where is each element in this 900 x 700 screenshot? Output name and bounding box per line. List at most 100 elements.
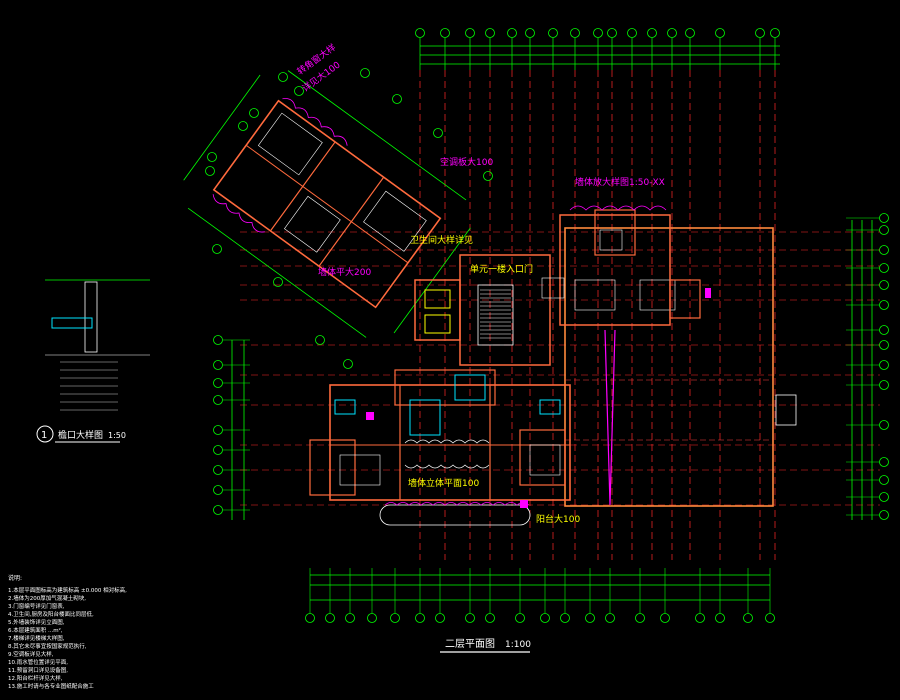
note-line: 8.其它未尽事宜按国家规范执行, [8, 642, 87, 650]
axis-bubble [755, 28, 765, 38]
axis-bubble [695, 613, 705, 623]
bottom-dimension-lines [310, 574, 770, 601]
axis-bubble [213, 445, 223, 455]
axis-bubble [635, 613, 645, 623]
eave-detail: 1 檐口大样图 1:50 [36, 279, 150, 443]
axis-bubble [879, 510, 889, 520]
right-block-outline [564, 227, 797, 507]
label-rotated-low: 墙体平大200 [318, 266, 371, 278]
axis-bubble [213, 378, 223, 388]
axis-bubble [879, 475, 889, 485]
central-stair-core [414, 254, 551, 366]
axis-bubble [879, 245, 889, 255]
axis-bubble [435, 613, 445, 623]
axis-bubble [560, 613, 570, 623]
main-title: 二层平面图 [445, 638, 495, 650]
bottom-axis-markers [305, 568, 775, 623]
label-right-top: 墙体放大样图1:50-XX [575, 176, 665, 188]
axis-bubble [213, 395, 223, 405]
axis-bubble [715, 28, 725, 38]
label-bottom-mid: 墙体立体平面100 [408, 477, 479, 489]
note-line: 3.门窗编号详见门窗表, [8, 602, 65, 610]
note-line: 12.阳台栏杆详见大样, [8, 674, 63, 682]
detail-number: 1 [41, 430, 47, 441]
axis-bubble [879, 280, 889, 290]
axis-bubble [415, 613, 425, 623]
axis-bubble [367, 613, 377, 623]
axis-bubble [345, 613, 355, 623]
axis-bubble [605, 613, 615, 623]
note-line: 11.预留洞口详见设备图, [8, 666, 68, 674]
label-rotated-mid: 空调板大100 [440, 156, 493, 168]
label-entrance: 单元一楼入口门 [470, 263, 533, 275]
axis-bubble [770, 28, 780, 38]
axis-bubble [685, 28, 695, 38]
notes-heading: 说明: [8, 574, 22, 582]
axis-bubble [305, 613, 315, 623]
rotated-wing [183, 70, 471, 338]
axis-bubble [548, 28, 558, 38]
axis-bubble [879, 325, 889, 335]
axis-bubble [212, 244, 222, 254]
axis-bubble [627, 28, 637, 38]
right-dimension-lines [851, 220, 873, 520]
axis-bubble [607, 28, 617, 38]
note-line: 6.本层建筑面积 ...m², [8, 626, 63, 634]
axis-bubble [540, 613, 550, 623]
axis-bubble [765, 613, 775, 623]
note-line: 5.外墙装饰详见立面图, [8, 618, 65, 626]
note-line: 13.施工时请与各专业图纸配合施工 [8, 682, 94, 690]
axis-bubble [660, 613, 670, 623]
note-line: 1.本层平面图标高为建筑标高 ±0.000 相对标高, [8, 586, 127, 594]
label-rotated-box: 卫生间大样详见 [410, 234, 473, 246]
rotated-axis-markers [205, 68, 493, 369]
main-scale: 1:100 [505, 640, 531, 650]
drawing-title: 二层平面图 1:100 [440, 638, 531, 653]
axis-bubble [879, 380, 889, 390]
axis-bubble [593, 28, 603, 38]
axis-bubble [213, 425, 223, 435]
axis-bubble [294, 86, 304, 96]
axis-bubble [879, 340, 889, 350]
note-line: 9.空调板详见大样, [8, 650, 54, 658]
detail-title: 檐口大样图 [58, 429, 103, 441]
axis-bubble [360, 68, 370, 78]
upper-right-unit [541, 205, 711, 326]
axis-bubble [213, 485, 223, 495]
axis-bubble [238, 121, 248, 131]
axis-bubble [485, 613, 495, 623]
axis-bubble [213, 360, 223, 370]
axis-bubble [525, 28, 535, 38]
axis-bubble [879, 213, 889, 223]
left-axis-markers [213, 335, 250, 515]
axis-bubble [743, 613, 753, 623]
detail-scale: 1:50 [108, 431, 126, 440]
axis-bubble [213, 505, 223, 515]
axis-bubble [465, 28, 475, 38]
axis-bubble [390, 613, 400, 623]
axis-bubble [667, 28, 677, 38]
axis-bubble [325, 613, 335, 623]
axis-bubble [879, 492, 889, 502]
axis-bubble [585, 613, 595, 623]
axis-bubble [205, 166, 215, 176]
axis-bubble [273, 277, 283, 287]
axis-bubble [207, 152, 217, 162]
axis-bubble [515, 613, 525, 623]
top-axis-markers [415, 28, 780, 70]
axis-bubble [392, 94, 402, 104]
axis-bubble [213, 335, 223, 345]
label-bottom-right: 阳台大100 [536, 513, 580, 525]
axis-bubble [647, 28, 657, 38]
note-line: 7.楼梯详见楼梯大样图, [8, 634, 65, 642]
axis-bubble [483, 171, 493, 181]
axis-bubble [278, 72, 288, 82]
axis-bubble [879, 225, 889, 235]
plan-annotations: 转角窗大样 详见大100 空调板大100 墙体平大200 卫生间大样详见 墙体放… [295, 41, 665, 525]
axis-bubble [485, 28, 495, 38]
axis-bubble [879, 457, 889, 467]
axis-bubble [465, 613, 475, 623]
axis-bubble [570, 28, 580, 38]
